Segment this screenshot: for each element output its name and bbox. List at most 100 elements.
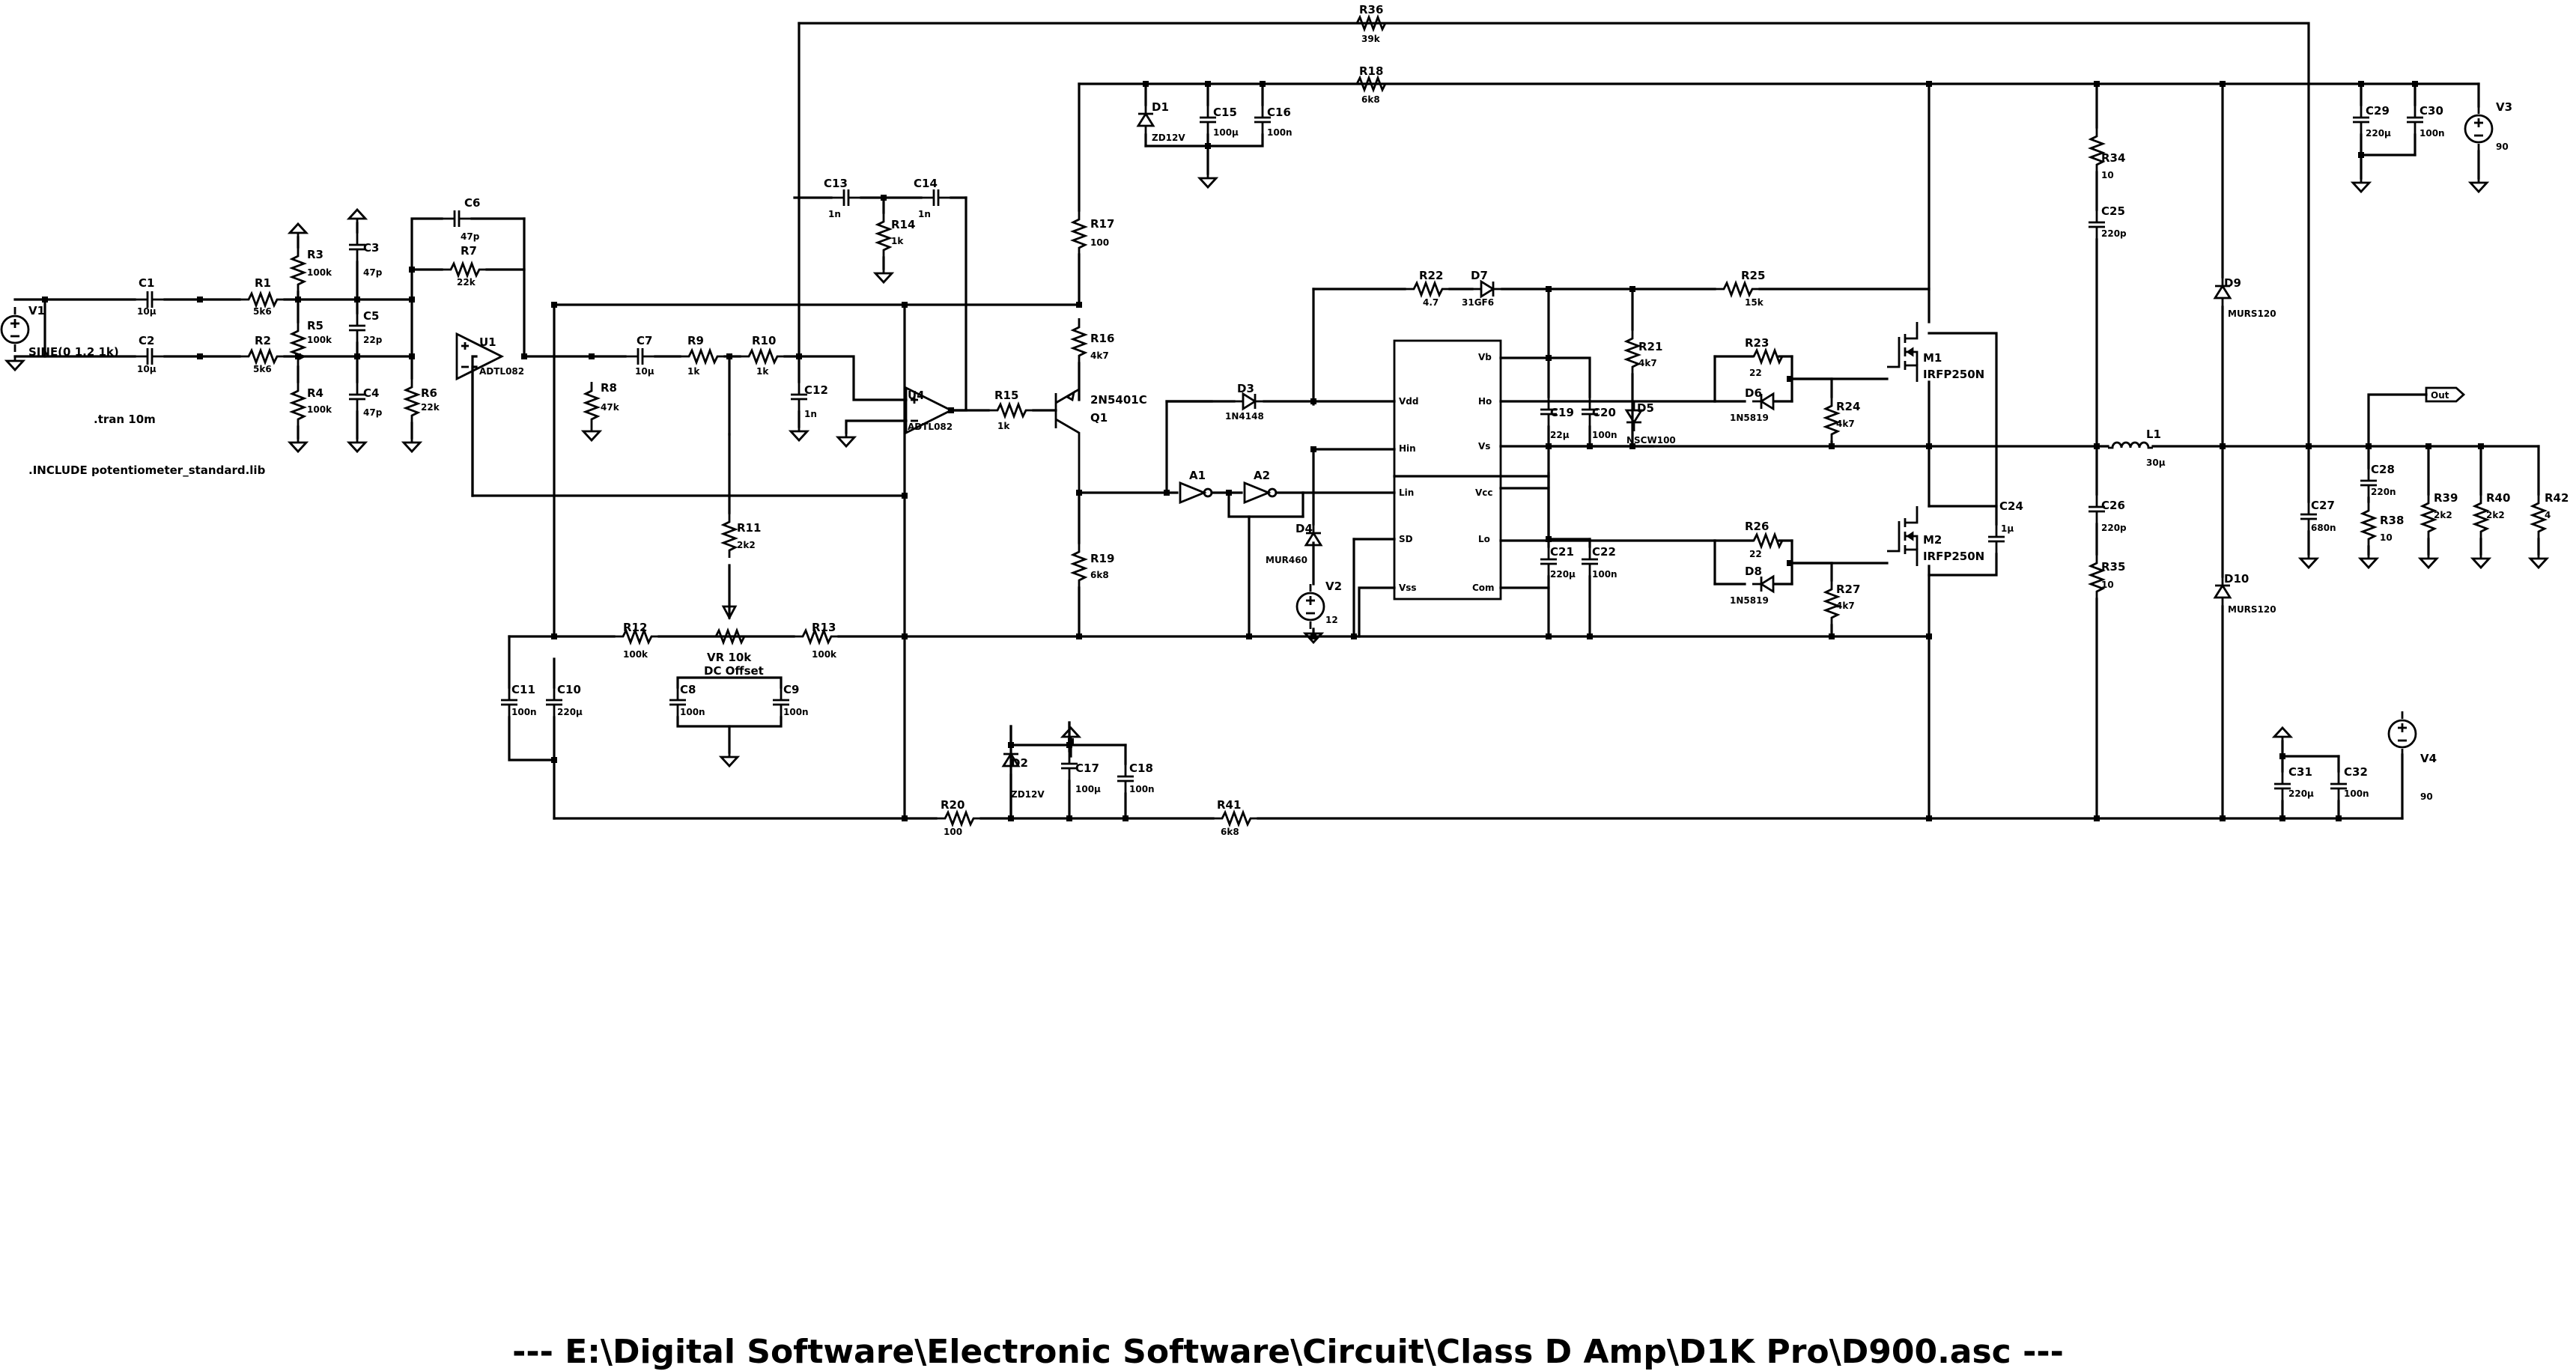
- label-components-r6-ref: R6: [421, 386, 437, 400]
- label-components-d6-value: 1N5819: [1730, 413, 1769, 423]
- label-components-r6-value: 22k: [421, 402, 440, 413]
- label-components-r13-ref: R13: [812, 621, 836, 634]
- label-components-c6-value: 47p: [461, 231, 480, 242]
- label-components-r4-ref: R4: [307, 386, 323, 400]
- wiper-arrow-icon: [721, 605, 738, 620]
- R42-symbol: [2531, 493, 2546, 541]
- label-components-r34-ref: R34: [2101, 151, 2125, 165]
- R5-symbol: [291, 320, 306, 368]
- A1-symbol: [1179, 481, 1213, 504]
- label-components-r40-ref: R40: [2486, 491, 2510, 505]
- label-components-c8-ref: C8: [680, 683, 696, 696]
- label-components-d6-ref: D6: [1745, 386, 1762, 400]
- label-components-r22-value: 4.7: [1423, 297, 1439, 308]
- label-components-r40-value: 2k2: [2486, 510, 2505, 520]
- ground-symbols: [5, 172, 2548, 767]
- label-components-c14-value: 1n: [918, 209, 931, 219]
- R3-symbol: [291, 246, 306, 294]
- C7-symbol: [624, 347, 657, 366]
- label-components-c7-ref: C7: [637, 334, 652, 347]
- label-components-d1-ref: D1: [1152, 100, 1169, 114]
- label-components-c15-ref: C15: [1213, 106, 1237, 119]
- label-driver_ic-pins_left-2: Lin: [1399, 487, 1414, 498]
- label-components-v4-value: 90: [2420, 791, 2433, 802]
- directive-include: .INCLUDE potentiometer_standard.lib: [28, 463, 266, 477]
- label-components-c4-value: 47p: [363, 407, 383, 418]
- label-components-c14-ref: C14: [914, 177, 938, 190]
- D7-symbol: [1471, 280, 1504, 298]
- label-components-r36-value: 39k: [1361, 34, 1381, 44]
- label-components-r5-value: 100k: [307, 335, 332, 345]
- label-components-r26-ref: R26: [1745, 520, 1769, 533]
- label-components-r9-value: 1k: [687, 366, 700, 377]
- label-components-r15-value: 1k: [997, 421, 1010, 431]
- label-components-r9-ref: R9: [687, 334, 704, 347]
- label-components-r20-value: 100: [944, 827, 962, 837]
- ground-icon: [2419, 553, 2438, 569]
- R17-symbol: [1072, 209, 1087, 257]
- L1-symbol: [2106, 441, 2154, 449]
- label-components-c27-ref: C27: [2311, 499, 2335, 512]
- R20-symbol: [935, 811, 982, 826]
- label-components-c2-ref: C2: [139, 334, 154, 347]
- label-components-r19-value: 6k8: [1090, 570, 1109, 580]
- label-components-r2-value: 5k6: [253, 364, 272, 374]
- ground-icon: [2469, 177, 2488, 193]
- label-components-d2-value: ZD12V: [1011, 789, 1045, 800]
- R7-symbol: [440, 262, 488, 277]
- supply-icon: [347, 208, 367, 225]
- active-devices: [455, 320, 2154, 601]
- label-components-c20-value: 100n: [1592, 430, 1617, 440]
- label-components-c22-ref: C22: [1592, 545, 1616, 559]
- label-components-v1-ref: V1: [28, 304, 45, 317]
- V4-symbol: [2387, 710, 2417, 758]
- label-components-r21-value: 4k7: [1638, 358, 1657, 368]
- label-components-v2-value: 12: [1325, 615, 1338, 625]
- ground-icon: [2359, 553, 2378, 569]
- label-components-u4-value: ADTL082: [908, 422, 953, 432]
- label-components-l1-ref: L1: [2146, 428, 2161, 441]
- R11-symbol: [722, 511, 737, 559]
- R14-symbol: [876, 211, 891, 259]
- label-driver_ic-pins_right-3: Vcc: [1475, 487, 1493, 498]
- labels: V1 SINE(0 1.2 1k) .tran 10m .INCLUDE pot…: [28, 3, 2569, 837]
- out-net-label: Out: [2425, 386, 2466, 403]
- label-components-r12-value: 100k: [623, 649, 648, 660]
- ground-icon: [347, 437, 367, 453]
- R39-symbol: [2421, 493, 2436, 541]
- R2-symbol: [238, 349, 286, 364]
- label-components-r20-ref: R20: [941, 798, 965, 812]
- label-components-r17-ref: R17: [1090, 217, 1114, 231]
- label-components-c17-ref: C17: [1075, 762, 1099, 775]
- label-components-c18-ref: C18: [1129, 762, 1153, 775]
- label-components-c3-ref: C3: [363, 241, 379, 255]
- driver-ic-pins: Vdd Hin Lin SD Vss Vb Ho Vs Vcc Lo Com: [1399, 352, 1495, 593]
- label-components-c22-value: 100n: [1592, 569, 1617, 580]
- label-components-c10-ref: C10: [557, 683, 581, 696]
- label-components-c27-value: 680n: [2311, 523, 2336, 533]
- label-components-c26-ref: C26: [2101, 499, 2125, 512]
- label-components-d4-ref: D4: [1295, 522, 1313, 535]
- label-components-u1-ref: U1: [479, 335, 496, 349]
- R26-symbol: [1743, 533, 1791, 548]
- C14-symbol: [920, 188, 953, 207]
- R40-symbol: [2473, 493, 2488, 541]
- supply-icon: [288, 222, 308, 239]
- ground-icon: [836, 431, 856, 448]
- label-components-c8-value: 100n: [680, 707, 705, 717]
- label-components-r39-value: 2k2: [2434, 510, 2452, 520]
- label-driver_ic-pins_left-4: Vss: [1399, 583, 1417, 593]
- label-components-r8-ref: R8: [601, 381, 617, 395]
- label-components-r1-value: 5k6: [253, 306, 272, 317]
- R15-symbol: [987, 403, 1035, 418]
- R22-symbol: [1403, 282, 1451, 297]
- label-components-q1-ref: Q1: [1090, 411, 1108, 425]
- label-components-c11-ref: C11: [511, 683, 535, 696]
- label-components-r36-ref: R36: [1359, 3, 1383, 16]
- label-components-m1-value: IRFP250N: [1923, 368, 1984, 381]
- label-components-r14-ref: R14: [891, 218, 915, 231]
- R25-symbol: [1713, 282, 1761, 297]
- label-components-u1-value: ADTL082: [479, 366, 524, 377]
- label-components-v3-ref: V3: [2496, 100, 2512, 114]
- label-components-d3-value: 1N4148: [1225, 411, 1264, 422]
